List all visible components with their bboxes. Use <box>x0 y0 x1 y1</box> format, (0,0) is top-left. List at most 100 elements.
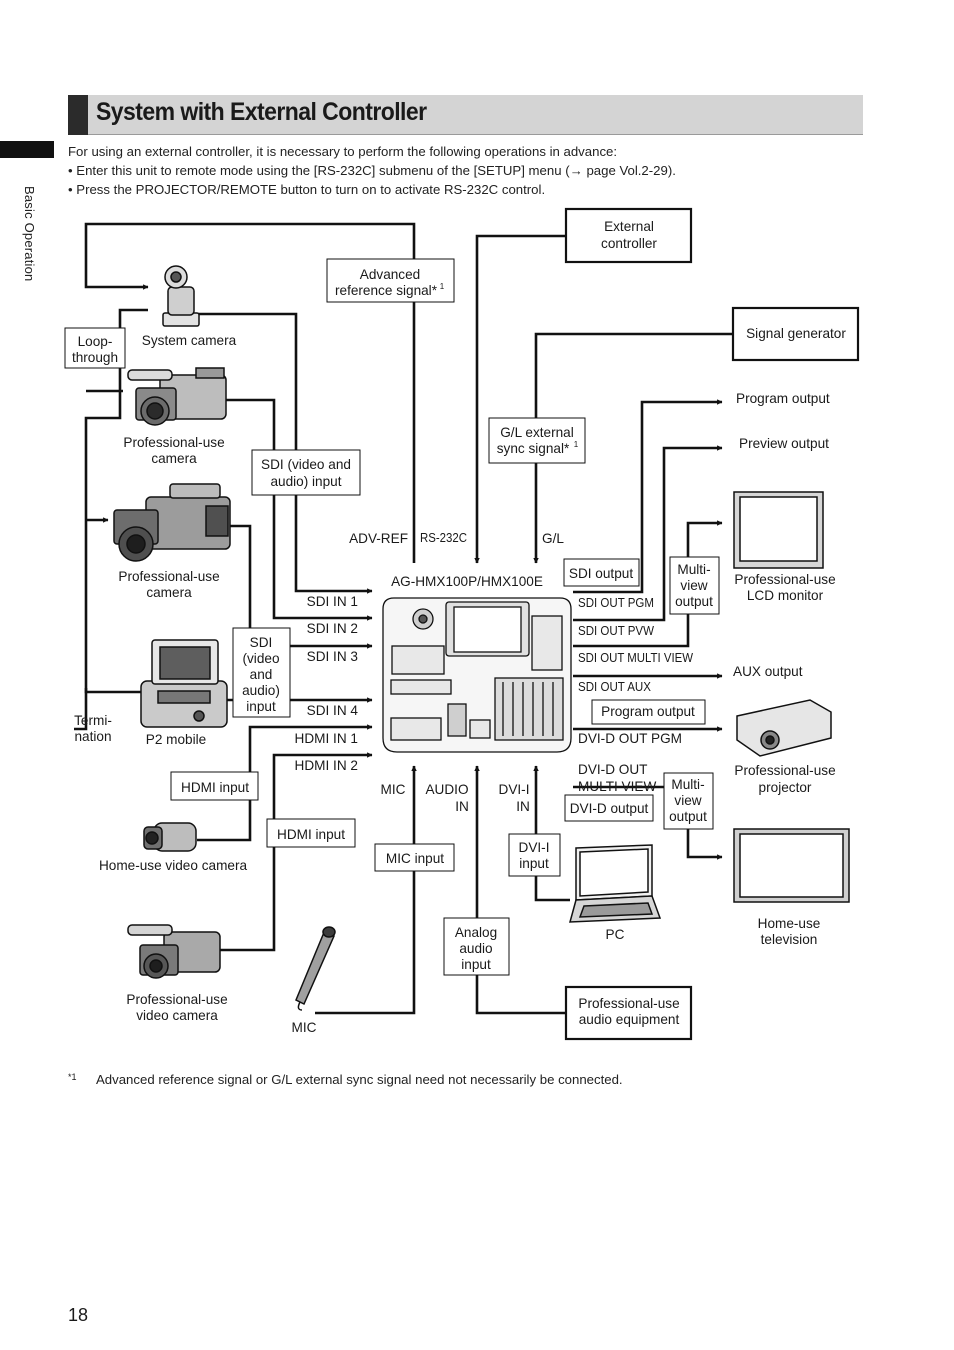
multiview-2-label-2: view <box>674 793 701 808</box>
adv-ref-port-label: ADV-REF <box>349 531 408 546</box>
p2-mobile-icon <box>140 639 228 728</box>
sdi-out-pgm-line <box>573 399 723 594</box>
dvi-d-out-multi-label-1: DVI-D OUT <box>578 762 647 777</box>
multiview-1-label-3: output <box>675 594 713 609</box>
rs232c-port-label: RS-232C <box>420 531 467 545</box>
dvi-d-output-box <box>564 794 654 822</box>
termination-label-1: Termi- <box>74 713 112 728</box>
projector-label-1: Professional-use <box>734 763 835 778</box>
system-camera-label: System camera <box>142 333 237 348</box>
multiview-2-box <box>663 772 714 830</box>
advanced-ref-label-1: Advanced <box>360 267 420 282</box>
program-output-box <box>591 699 706 725</box>
sdi-input-top-label-2: audio) input <box>270 474 341 489</box>
aux-output-label: AUX output <box>733 664 803 679</box>
pro-camera-2-label-1: Professional-use <box>118 569 219 584</box>
sdi-in-3-label: SDI IN 3 <box>307 649 358 664</box>
mic-input-box <box>374 843 455 872</box>
footnote-mark: *1 <box>68 1072 77 1082</box>
lcd-monitor-label-2: LCD monitor <box>747 588 824 603</box>
projector-icon <box>736 699 832 757</box>
section-tab-marker <box>0 141 54 158</box>
sdi-in-2-label: SDI IN 2 <box>307 621 358 636</box>
loop-through-line <box>84 308 149 695</box>
main-unit-icon <box>382 597 572 753</box>
p2-mobile-label: P2 mobile <box>146 732 206 747</box>
intro-bullet: • Enter this unit to remote mode using t… <box>68 163 676 178</box>
loop-through-label-1: Loop- <box>78 334 113 349</box>
rs232c-line <box>474 234 566 564</box>
intro-text: For using an external controller, it is … <box>68 142 848 199</box>
lcd-monitor-icon <box>733 491 824 569</box>
title-bar <box>68 95 863 135</box>
sdi-input-left-label-5: input <box>246 699 276 714</box>
pro-audio-box <box>564 985 693 1041</box>
termination-label-2: nation <box>74 729 111 744</box>
home-tv-label-2: television <box>761 932 818 947</box>
sdi-output-box <box>563 558 640 587</box>
page-title: System with External Controller <box>96 98 427 126</box>
program-output-box-label: Program output <box>601 704 695 719</box>
dvi-i-input-box <box>508 833 561 877</box>
hdmi-input-2-box <box>266 818 356 848</box>
sdi-input-left-label-3: and <box>250 667 273 682</box>
sdi-output-label: SDI output <box>569 566 633 581</box>
audio-in-label-1: AUDIO <box>425 782 468 797</box>
gl-sync-label-1: G/L external <box>500 425 574 440</box>
sdi-out-multiview-label: SDI OUT MULTI VIEW <box>578 651 693 665</box>
program-output-label: Program output <box>736 391 830 406</box>
footnote-text: Advanced reference signal or G/L externa… <box>96 1072 623 1087</box>
audio-line <box>474 765 566 1015</box>
external-controller-label-1: External <box>604 219 654 234</box>
dvi-i-in-label-1: DVI-I <box>499 782 530 797</box>
sdi-in-2-line <box>222 398 373 621</box>
pro-video-camera-label-2: video camera <box>136 1008 218 1023</box>
sdi-input-left-box <box>232 627 291 718</box>
hdmi-input-1-box <box>170 771 259 801</box>
analog-audio-label-1: Analog <box>455 925 497 940</box>
sdi-in-1-label: SDI IN 1 <box>307 594 358 609</box>
sdi-input-left-label-2: (video <box>242 651 279 666</box>
external-controller-label-2: controller <box>601 236 657 251</box>
termination-line <box>74 688 88 731</box>
multiview-2-label-3: output <box>669 809 707 824</box>
dvi-d-output-label: DVI-D output <box>570 801 649 816</box>
mic-device-label: MIC <box>292 1020 317 1035</box>
hdmi-in-1-label: HDMI IN 1 <box>295 731 358 746</box>
external-controller-box <box>564 207 693 264</box>
intro-bullet: • Press the PROJECTOR/REMOTE button to t… <box>68 182 546 197</box>
home-tv-icon <box>733 828 850 903</box>
mic-port-label: MIC <box>381 782 406 797</box>
dvi-d-out-multi-label-2: MULTI VIEW <box>578 779 656 794</box>
analog-audio-box <box>443 917 510 976</box>
unit-name-label: AG-HMX100P/HMX100E <box>391 574 543 589</box>
system-camera-icon <box>162 265 200 327</box>
lcd-monitor-label-1: Professional-use <box>734 572 835 587</box>
sdi-in-3-line <box>220 524 373 649</box>
title-accent <box>68 95 88 135</box>
analog-audio-label-3: input <box>461 957 491 972</box>
pc-icon <box>569 844 662 923</box>
page-number: 18 <box>68 1305 89 1325</box>
port-labels-right: RS-232C G/L SDI OUT PGM SDI OUT PVW SDI … <box>420 391 830 794</box>
hdmi-input-2-label: HDMI input <box>277 827 345 842</box>
pro-camera-2-icon <box>113 483 231 562</box>
dvi-i-line <box>533 765 570 902</box>
intro-lead: For using an external controller, it is … <box>68 144 618 159</box>
sdi-input-left-label-4: audio) <box>242 683 280 698</box>
home-tv-label-1: Home-use <box>758 916 821 931</box>
gl-sync-box <box>488 417 586 464</box>
pro-video-camera-label-1: Professional-use <box>126 992 227 1007</box>
analog-audio-label-2: audio <box>459 941 492 956</box>
hdmi-in-2-line <box>212 752 373 952</box>
loop-through-box <box>64 327 126 369</box>
label-boxes <box>64 207 860 1041</box>
loop-through-label-2: through <box>72 350 118 365</box>
hdmi-input-1-label: HDMI input <box>181 780 249 795</box>
dvi-i-in-label-2: IN <box>516 799 530 814</box>
sdi-out-pvw-label: SDI OUT PVW <box>578 624 654 638</box>
pro-camera-2-label-2: camera <box>146 585 192 600</box>
home-video-camera-icon <box>143 822 197 852</box>
sdi-input-top-label-1: SDI (video and <box>261 457 351 472</box>
